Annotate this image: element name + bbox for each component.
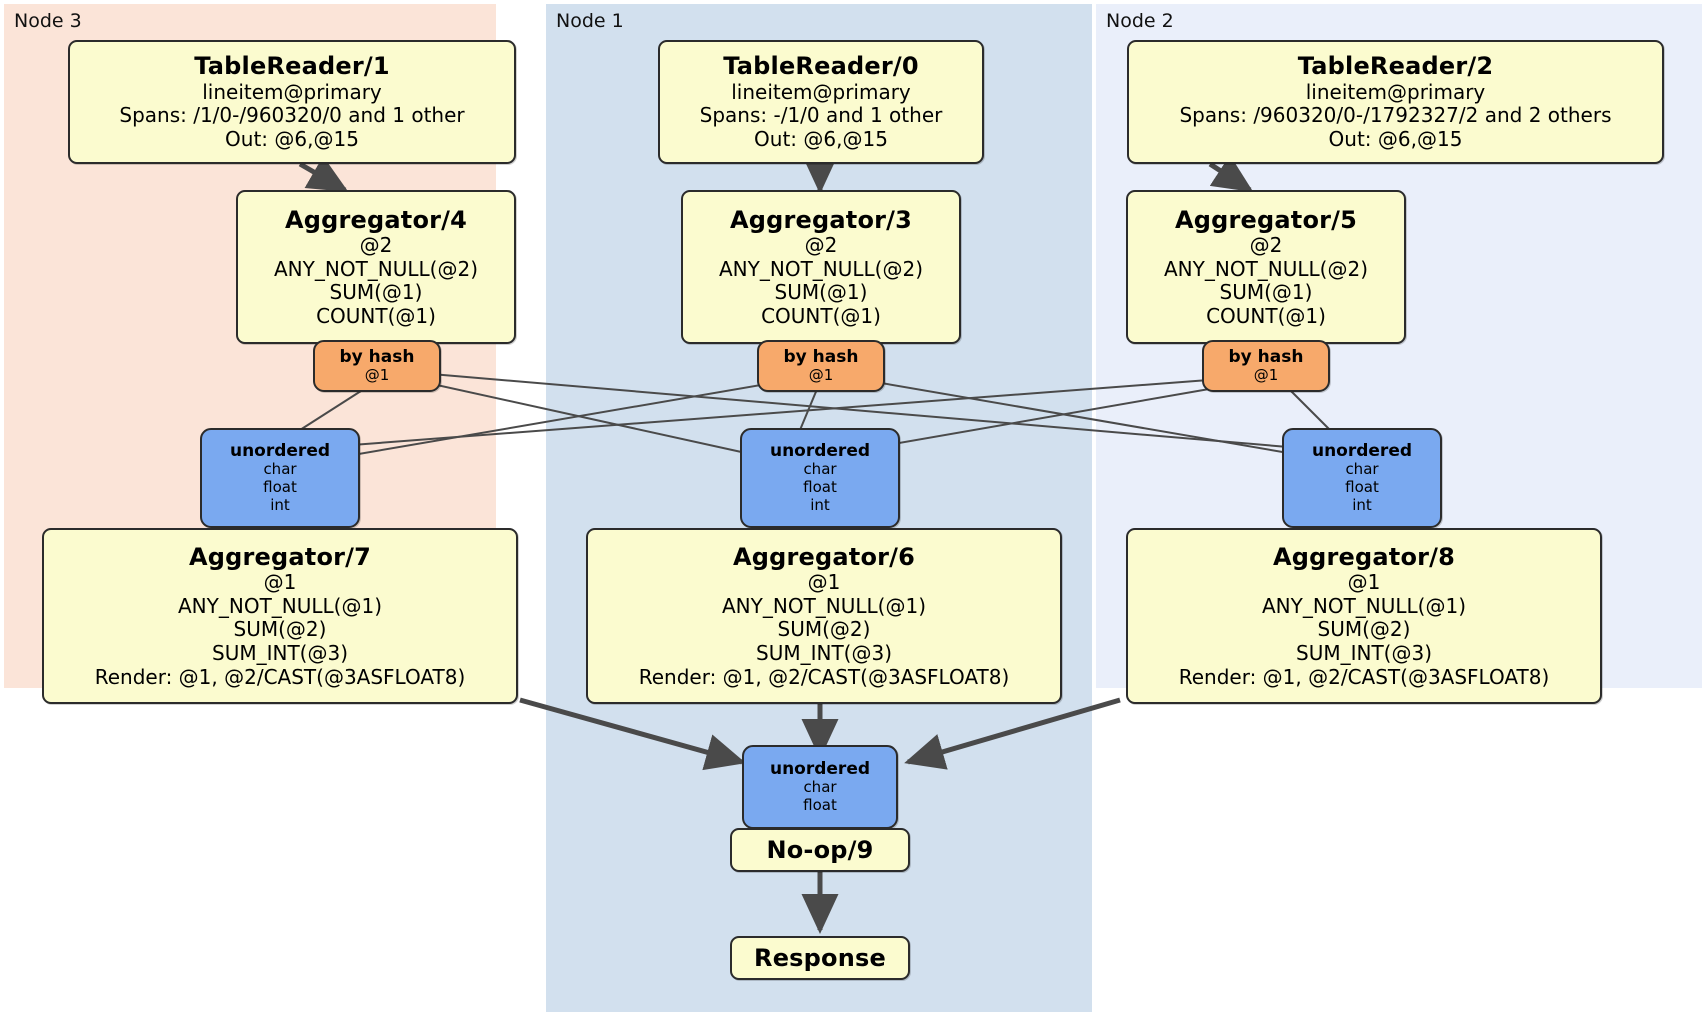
node-aggregator-6[interactable]: Aggregator/6 @1 ANY_NOT_NULL(@1) SUM(@2)… <box>586 528 1062 704</box>
router-detail: int <box>270 495 290 514</box>
node-no-op-9[interactable]: No-op/9 <box>730 828 910 872</box>
router-title: unordered <box>769 759 871 780</box>
node-detail: SUM(@2) <box>233 617 327 642</box>
node-detail: Out: @6,@15 <box>1328 126 1463 151</box>
node-detail: @1 <box>807 570 841 595</box>
node-aggregator-7[interactable]: Aggregator/7 @1 ANY_NOT_NULL(@1) SUM(@2)… <box>42 528 518 704</box>
router-unordered-center[interactable]: unordered char float int <box>740 428 900 528</box>
node-detail: Spans: -/1/0 and 1 other <box>699 103 943 128</box>
node-detail: ANY_NOT_NULL(@1) <box>1262 593 1466 618</box>
node-detail: lineitem@primary <box>202 79 382 104</box>
node-tablereader-0[interactable]: TableReader/0 lineitem@primary Spans: -/… <box>658 40 984 164</box>
node-detail-render: Render: @1, @2/CAST(@3ASFLOAT8) <box>94 664 466 689</box>
router-detail: float <box>803 478 837 497</box>
router-unordered-right[interactable]: unordered char float int <box>1282 428 1442 528</box>
node-detail: @2 <box>359 232 393 257</box>
node-title: Aggregator/7 <box>188 542 372 571</box>
router-title: by hash <box>783 347 859 368</box>
node-aggregator-3[interactable]: Aggregator/3 @2 ANY_NOT_NULL(@2) SUM(@1)… <box>681 190 961 344</box>
node-detail: SUM(@2) <box>777 617 871 642</box>
router-detail: float <box>803 796 837 815</box>
node-detail: COUNT(@1) <box>1206 303 1326 328</box>
node-detail: Spans: /1/0-/960320/0 and 1 other <box>119 103 465 128</box>
router-title: unordered <box>769 441 871 462</box>
node-detail: Out: @6,@15 <box>754 126 888 151</box>
node-detail-render: Render: @1, @2/CAST(@3ASFLOAT8) <box>1178 664 1550 689</box>
router-by-hash-left[interactable]: by hash @1 <box>313 340 441 392</box>
node-detail: lineitem@primary <box>731 79 911 104</box>
router-detail: @1 <box>364 366 390 385</box>
router-detail: char <box>263 460 297 479</box>
node-detail: SUM(@2) <box>1317 617 1411 642</box>
router-unordered-left[interactable]: unordered char float int <box>200 428 360 528</box>
node-response[interactable]: Response <box>730 936 910 980</box>
router-detail: @1 <box>808 366 834 385</box>
node-detail: @2 <box>804 232 838 257</box>
panel-node-1-label: Node 1 <box>556 10 624 32</box>
node-title: Aggregator/8 <box>1272 542 1456 571</box>
node-detail: @1 <box>263 570 297 595</box>
panel-node-3-label: Node 3 <box>14 10 82 32</box>
node-title: Aggregator/3 <box>729 205 913 234</box>
router-detail: float <box>263 478 297 497</box>
router-detail: char <box>803 778 837 797</box>
node-title: TableReader/0 <box>723 52 919 81</box>
node-detail: COUNT(@1) <box>316 303 436 328</box>
node-tablereader-1[interactable]: TableReader/1 lineitem@primary Spans: /1… <box>68 40 516 164</box>
node-title: Aggregator/5 <box>1174 205 1358 234</box>
node-aggregator-4[interactable]: Aggregator/4 @2 ANY_NOT_NULL(@2) SUM(@1)… <box>236 190 516 344</box>
node-title: No-op/9 <box>766 835 874 864</box>
router-title: by hash <box>1228 347 1304 368</box>
node-title: TableReader/1 <box>194 52 390 81</box>
router-title: unordered <box>1311 441 1413 462</box>
node-title: Aggregator/6 <box>732 542 916 571</box>
node-detail-render: Render: @1, @2/CAST(@3ASFLOAT8) <box>638 664 1010 689</box>
node-detail: SUM_INT(@3) <box>756 640 892 665</box>
node-detail: lineitem@primary <box>1305 79 1486 104</box>
node-title: Aggregator/4 <box>284 205 468 234</box>
router-title: by hash <box>339 347 415 368</box>
router-title: unordered <box>229 441 331 462</box>
router-detail: int <box>1352 495 1372 514</box>
node-detail: SUM(@1) <box>1219 280 1313 305</box>
router-detail: int <box>810 495 830 514</box>
router-detail: char <box>1345 460 1379 479</box>
node-detail: COUNT(@1) <box>761 303 881 328</box>
node-detail: ANY_NOT_NULL(@1) <box>722 593 926 618</box>
router-detail: float <box>1345 478 1379 497</box>
node-title: Response <box>754 943 886 972</box>
node-detail: Spans: /960320/0-/1792327/2 and 2 others <box>1179 103 1612 128</box>
node-title: TableReader/2 <box>1297 52 1494 81</box>
panel-node-2-label: Node 2 <box>1106 10 1174 32</box>
node-detail: Out: @6,@15 <box>225 126 359 151</box>
node-aggregator-8[interactable]: Aggregator/8 @1 ANY_NOT_NULL(@1) SUM(@2)… <box>1126 528 1602 704</box>
node-detail: SUM_INT(@3) <box>212 640 348 665</box>
router-unordered-final[interactable]: unordered char float <box>742 745 898 829</box>
node-detail: SUM(@1) <box>774 280 868 305</box>
router-by-hash-center[interactable]: by hash @1 <box>757 340 885 392</box>
node-detail: ANY_NOT_NULL(@2) <box>1164 256 1368 281</box>
node-detail: ANY_NOT_NULL(@2) <box>274 256 478 281</box>
node-detail: SUM(@1) <box>329 280 423 305</box>
node-aggregator-5[interactable]: Aggregator/5 @2 ANY_NOT_NULL(@2) SUM(@1)… <box>1126 190 1406 344</box>
router-detail: @1 <box>1253 366 1279 385</box>
node-detail: ANY_NOT_NULL(@1) <box>178 593 382 618</box>
node-detail: @1 <box>1347 570 1381 595</box>
node-detail: @2 <box>1249 232 1283 257</box>
node-detail: ANY_NOT_NULL(@2) <box>719 256 923 281</box>
router-by-hash-right[interactable]: by hash @1 <box>1202 340 1330 392</box>
node-tablereader-2[interactable]: TableReader/2 lineitem@primary Spans: /9… <box>1127 40 1664 164</box>
node-detail: SUM_INT(@3) <box>1296 640 1432 665</box>
router-detail: char <box>803 460 837 479</box>
